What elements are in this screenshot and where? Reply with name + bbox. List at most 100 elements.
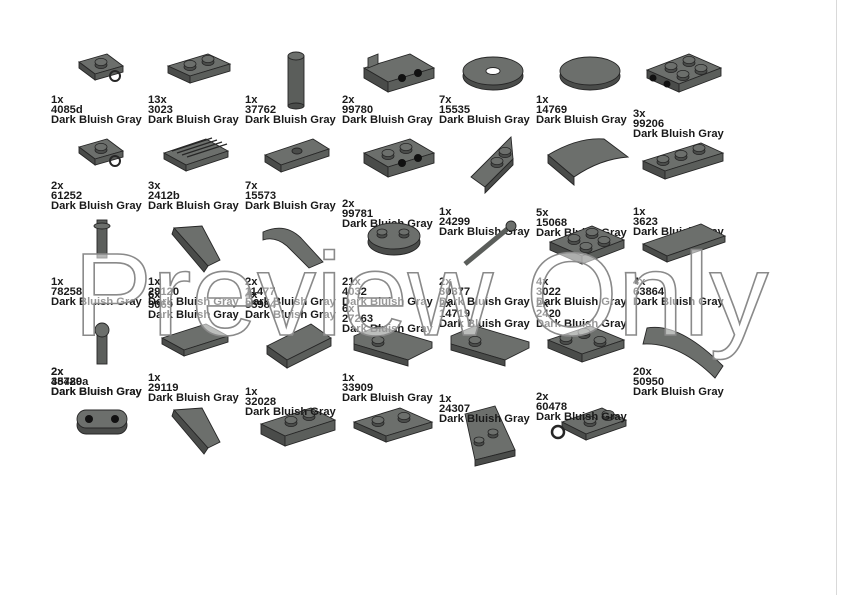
part-image <box>642 326 724 379</box>
part-color: Dark Bluish Gray <box>51 386 142 398</box>
part-image <box>470 136 514 195</box>
part-image <box>93 219 111 259</box>
part-image <box>559 56 621 91</box>
part-color: Dark Bluish Gray <box>245 296 336 308</box>
part-color: Dark Bluish Gray <box>633 386 724 398</box>
part-image <box>546 325 626 363</box>
part-number: 99781 <box>342 208 374 220</box>
part-image <box>367 222 421 256</box>
part-number: 29120 <box>148 286 180 298</box>
part-color: Dark Bluish Gray <box>536 411 627 423</box>
part-color: Dark Bluish Gray <box>536 296 627 308</box>
part-quantity: 5x <box>536 207 549 219</box>
part-color: Dark Bluish Gray <box>536 318 627 330</box>
part-number: 24307 <box>439 403 471 415</box>
part-color: Dark Bluish Gray <box>633 296 724 308</box>
part-color: Dark Bluish Gray <box>342 323 433 335</box>
part-quantity: 2x <box>342 198 355 210</box>
part-color: Dark Bluish Gray <box>439 226 530 238</box>
part-number: 14769 <box>536 104 568 116</box>
part-number: 15535 <box>439 104 471 116</box>
part-image <box>641 223 727 263</box>
part-color: Dark Bluish Gray <box>148 296 239 308</box>
part-quantity: 4x <box>536 276 549 288</box>
part-quantity: 1x <box>536 94 549 106</box>
part-number: 37762 <box>245 104 277 116</box>
part-number: 35480 <box>51 376 83 388</box>
part-color: Dark Bluish Gray <box>439 114 530 126</box>
part-color: Dark Bluish Gray <box>148 114 239 126</box>
part-image <box>76 409 128 435</box>
part-image <box>160 323 230 357</box>
part-color: Dark Bluish Gray <box>51 200 142 212</box>
part-number: 2420 <box>536 308 561 320</box>
part-image <box>462 56 524 91</box>
part-quantity: 20x <box>633 366 652 378</box>
part-image <box>263 138 331 173</box>
part-number: 60478 <box>536 401 568 413</box>
part-quantity: 2x <box>51 366 64 378</box>
part-quantity: 4x <box>245 289 258 301</box>
part-quantity: 7x <box>245 180 258 192</box>
part-quantity: 2x <box>342 94 355 106</box>
part-color: Dark Bluish Gray <box>439 413 530 425</box>
part-quantity: 2x <box>439 298 452 310</box>
part-image <box>352 407 434 443</box>
part-color: Dark Bluish Gray <box>439 296 530 308</box>
part-image <box>464 405 516 467</box>
part-color: Dark Bluish Gray <box>148 392 239 404</box>
part-number: 33909 <box>342 382 374 394</box>
part-number: 11477 <box>245 286 276 298</box>
part-quantity: 2x <box>51 180 64 192</box>
part-quantity: 1x <box>245 94 258 106</box>
part-quantity: 6x <box>148 289 161 301</box>
part-image <box>262 227 324 269</box>
part-image <box>78 53 124 82</box>
part-number: 99780 <box>342 104 374 116</box>
part-image <box>287 51 305 110</box>
part-quantity: 13x <box>148 94 167 106</box>
part-number: 32028 <box>245 396 277 408</box>
part-image <box>362 138 436 178</box>
part-color: Dark Bluish Gray <box>536 114 627 126</box>
part-quantity: 4x <box>633 276 646 288</box>
part-image <box>641 142 725 180</box>
part-image <box>162 137 230 172</box>
part-number: 4085d <box>51 104 83 116</box>
part-number: 2412b <box>148 190 180 202</box>
part-number: 15068 <box>536 217 568 229</box>
part-number: 50950 <box>633 376 665 388</box>
part-image <box>166 53 232 84</box>
part-image <box>94 322 110 365</box>
part-image <box>78 138 124 167</box>
part-color: Dark Bluish Gray <box>148 200 239 212</box>
part-number: 61252 <box>51 190 83 202</box>
part-number: 24299 <box>439 216 471 228</box>
part-color: Dark Bluish Gray <box>245 309 336 321</box>
part-color: Dark Bluish Gray <box>245 406 336 418</box>
part-quantity: 1x <box>51 94 64 106</box>
part-image <box>463 220 517 266</box>
part-number: 99206 <box>633 118 665 130</box>
part-number: 14719 <box>439 308 471 320</box>
part-image <box>259 407 337 447</box>
part-quantity: 1x <box>148 276 161 288</box>
part-image <box>450 325 530 367</box>
